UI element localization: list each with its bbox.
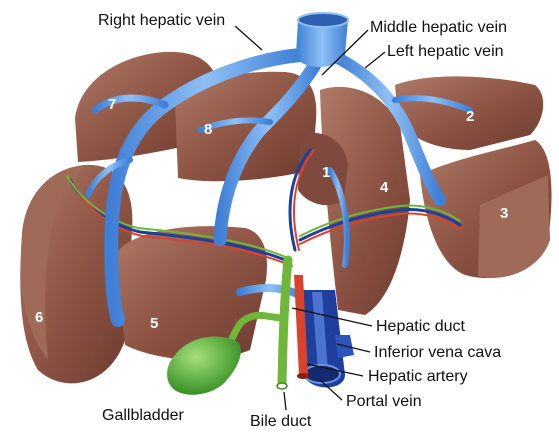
leader-right-hepatic-vein bbox=[235, 26, 262, 50]
label-left-hepatic-vein: Left hepatic vein bbox=[387, 43, 504, 60]
segment-number-5: 5 bbox=[150, 315, 158, 332]
segment-number-1: 1 bbox=[322, 164, 330, 181]
hepatic-vein-trunk-opening bbox=[298, 13, 348, 27]
segment-number-8: 8 bbox=[204, 121, 212, 138]
segment-number-2: 2 bbox=[466, 108, 474, 125]
label-inferior-vena-cava: Inferior vena cava bbox=[374, 344, 501, 361]
segment-number-6: 6 bbox=[35, 309, 43, 326]
label-gallbladder: Gallbladder bbox=[102, 407, 185, 424]
label-portal-vein: Portal vein bbox=[346, 393, 422, 410]
vena-cava-lower-stub bbox=[335, 335, 354, 358]
leader-bile-duct bbox=[284, 392, 286, 410]
segment-number-7: 7 bbox=[108, 96, 116, 113]
label-hepatic-duct: Hepatic duct bbox=[376, 318, 465, 335]
hepatic-artery-opening bbox=[297, 373, 309, 379]
segment-number-4: 4 bbox=[380, 179, 389, 196]
bile-duct-opening bbox=[277, 383, 287, 389]
label-bile-duct: Bile duct bbox=[250, 413, 312, 430]
label-hepatic-artery: Hepatic artery bbox=[368, 368, 468, 385]
bile-duct-shape bbox=[282, 260, 288, 385]
segment-number-3: 3 bbox=[500, 205, 508, 222]
label-right-hepatic-vein: Right hepatic vein bbox=[98, 12, 225, 29]
label-middle-hepatic-vein: Middle hepatic vein bbox=[370, 19, 507, 36]
leader-left-hepatic-vein bbox=[365, 52, 385, 68]
